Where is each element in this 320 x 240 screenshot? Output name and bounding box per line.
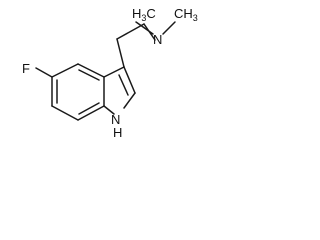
methyl-left-subscript: 3 [141, 13, 146, 23]
bond [77, 63, 105, 78]
fluorine-label: F [22, 61, 30, 76]
bond [51, 105, 79, 121]
pyrrole-ring [103, 66, 136, 115]
bond [103, 105, 115, 115]
n-methyl-bonds [135, 21, 176, 35]
bond [116, 38, 125, 68]
bond [123, 92, 136, 109]
bond [162, 21, 176, 35]
methyl-left-h: H [132, 6, 141, 21]
bond [116, 23, 145, 40]
methyl-left-c: C [146, 6, 155, 21]
bond [77, 105, 105, 121]
indole-nh-n: N [111, 112, 120, 127]
fluorine-bond [35, 67, 53, 78]
double-bond-inner [78, 69, 100, 81]
methyl-right-label: CH3 [174, 6, 198, 23]
bond [135, 21, 154, 35]
bond [123, 66, 136, 94]
chemical-structure: F N H3C CH3 N H [22, 6, 198, 140]
bond [103, 66, 125, 78]
methyl-right-ch: CH [174, 6, 193, 21]
methyl-right-subscript: 3 [193, 13, 198, 23]
bond [51, 63, 79, 78]
methyl-left-label: H3C [132, 6, 156, 23]
double-bond-inner [118, 74, 129, 96]
double-bond-inner [78, 102, 100, 115]
indole-nh-h: H [113, 125, 122, 140]
benzene-ring [51, 63, 105, 121]
amine-nitrogen-label: N [153, 32, 162, 47]
indole-nh-label: N [111, 112, 120, 127]
ethyl-chain [116, 23, 156, 68]
